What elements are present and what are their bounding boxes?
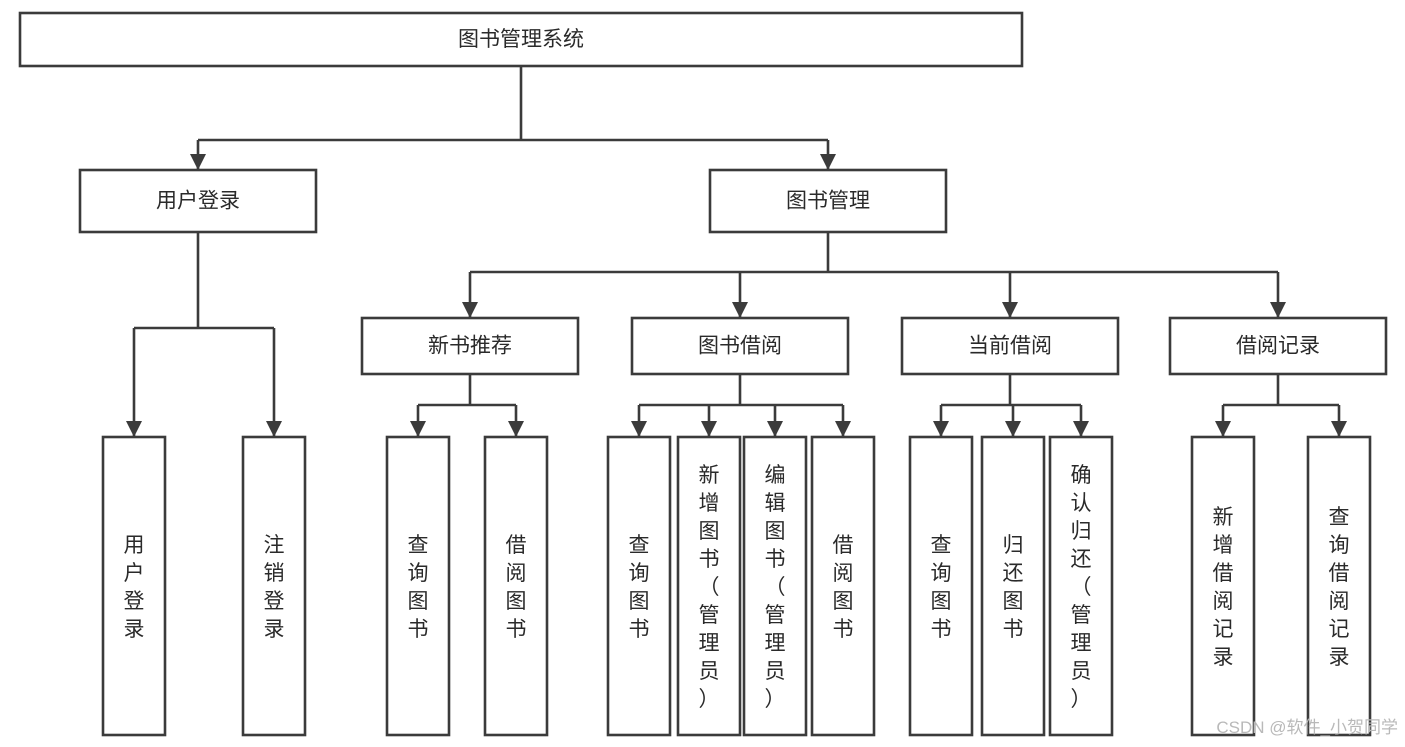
arrow-down-icon-book-borrow-3 (835, 421, 851, 437)
arrow-down-icon-root-0 (190, 154, 206, 170)
node-leaf-add-book-admin[interactable]: 新增图书（管理员） (676, 435, 742, 737)
arrow-down-icon-user-login-1 (266, 421, 282, 437)
arrow-down-icon-book-management-0 (462, 302, 478, 318)
csdn-watermark: CSDN @软件_小贺同学 (1216, 718, 1398, 737)
node-box-leaf-add-book-admin (676, 435, 742, 737)
node-box-leaf-add-borrow-record (1190, 435, 1256, 737)
arrow-down-icon-current-borrow-1 (1005, 421, 1021, 437)
node-label-leaf-edit-book-admin: 编辑图书（管理员） (765, 464, 786, 711)
node-box-book-management (708, 168, 948, 234)
arrow-down-icon-user-login-0 (126, 421, 142, 437)
node-leaf-logout-login[interactable]: 注销登录 (241, 435, 307, 737)
node-leaf-return-book[interactable]: 归还图书 (980, 435, 1046, 737)
node-label-borrow-record: 借阅记录 (1236, 335, 1320, 358)
node-label-user-login: 用户登录 (156, 190, 240, 213)
node-label-leaf-logout-login: 注销登录 (264, 534, 285, 641)
node-leaf-query-book-borrow[interactable]: 查询图书 (606, 435, 672, 737)
node-box-leaf-query-book-recommend (385, 435, 451, 737)
node-box-leaf-query-borrow-record (1306, 435, 1372, 737)
node-book-borrow[interactable]: 图书借阅 (630, 316, 850, 376)
node-leaf-borrow-book-recommend[interactable]: 借阅图书 (483, 435, 549, 737)
node-label-leaf-query-book-recommend: 查询图书 (408, 534, 429, 641)
node-label-leaf-confirm-return-admin: 确认归还（管理员） (1071, 464, 1092, 711)
arrow-down-icon-new-book-recommend-0 (410, 421, 426, 437)
arrow-down-icon-current-borrow-0 (933, 421, 949, 437)
node-box-leaf-return-book (980, 435, 1046, 737)
connector-layer (126, 66, 1347, 437)
node-current-borrow[interactable]: 当前借阅 (900, 316, 1120, 376)
node-box-borrow-record (1168, 316, 1388, 376)
arrow-down-icon-book-borrow-1 (701, 421, 717, 437)
node-label-leaf-add-book-admin: 新增图书（管理员） (699, 464, 720, 711)
node-book-management[interactable]: 图书管理 (708, 168, 948, 234)
arrow-down-icon-book-borrow-2 (767, 421, 783, 437)
arrow-down-icon-root-1 (820, 154, 836, 170)
node-label-leaf-return-book: 归还图书 (1003, 534, 1024, 641)
node-box-user-login (78, 168, 318, 234)
node-label-leaf-query-book-current: 查询图书 (931, 534, 952, 641)
node-label-root: 图书管理系统 (458, 28, 584, 51)
node-box-leaf-edit-book-admin (742, 435, 808, 737)
node-label-new-book-recommend: 新书推荐 (428, 335, 512, 358)
node-box-leaf-user-login (101, 435, 167, 737)
node-label-leaf-query-book-borrow: 查询图书 (629, 534, 650, 641)
node-new-book-recommend[interactable]: 新书推荐 (360, 316, 580, 376)
node-leaf-edit-book-admin[interactable]: 编辑图书（管理员） (742, 435, 808, 737)
node-borrow-record[interactable]: 借阅记录 (1168, 316, 1388, 376)
node-box-leaf-confirm-return-admin (1048, 435, 1114, 737)
arrow-down-icon-borrow-record-1 (1331, 421, 1347, 437)
arrow-down-icon-borrow-record-0 (1215, 421, 1231, 437)
arrow-down-icon-new-book-recommend-1 (508, 421, 524, 437)
node-box-book-borrow (630, 316, 850, 376)
node-box-root (18, 11, 1024, 68)
node-label-leaf-user-login: 用户登录 (124, 534, 145, 641)
node-leaf-query-book-current[interactable]: 查询图书 (908, 435, 974, 737)
node-label-leaf-borrow-book: 借阅图书 (833, 534, 854, 641)
node-box-leaf-logout-login (241, 435, 307, 737)
node-label-leaf-query-borrow-record: 查询借阅记录 (1329, 506, 1350, 669)
node-user-login[interactable]: 用户登录 (78, 168, 318, 234)
node-leaf-add-borrow-record[interactable]: 新增借阅记录 (1190, 435, 1256, 737)
node-box-leaf-borrow-book-recommend (483, 435, 549, 737)
arrow-down-icon-book-management-1 (732, 302, 748, 318)
node-label-leaf-borrow-book-recommend: 借阅图书 (506, 534, 527, 641)
node-box-new-book-recommend (360, 316, 580, 376)
node-root[interactable]: 图书管理系统 (18, 11, 1024, 68)
node-box-current-borrow (900, 316, 1120, 376)
node-leaf-confirm-return-admin[interactable]: 确认归还（管理员） (1048, 435, 1114, 737)
arrow-down-icon-book-management-3 (1270, 302, 1286, 318)
arrow-down-icon-book-borrow-0 (631, 421, 647, 437)
node-label-book-management: 图书管理 (786, 190, 870, 213)
node-label-leaf-add-borrow-record: 新增借阅记录 (1213, 506, 1234, 669)
node-leaf-query-borrow-record[interactable]: 查询借阅记录 (1306, 435, 1372, 737)
node-leaf-borrow-book[interactable]: 借阅图书 (810, 435, 876, 737)
arrow-down-icon-book-management-2 (1002, 302, 1018, 318)
arrow-down-icon-current-borrow-2 (1073, 421, 1089, 437)
node-box-leaf-borrow-book (810, 435, 876, 737)
node-box-leaf-query-book-borrow (606, 435, 672, 737)
node-leaf-query-book-recommend[interactable]: 查询图书 (385, 435, 451, 737)
box-layer: 图书管理系统用户登录图书管理新书推荐图书借阅当前借阅借阅记录用户登录注销登录查询… (18, 11, 1388, 737)
node-label-book-borrow: 图书借阅 (698, 335, 782, 358)
node-label-current-borrow: 当前借阅 (968, 335, 1052, 358)
node-leaf-user-login[interactable]: 用户登录 (101, 435, 167, 737)
node-box-leaf-query-book-current (908, 435, 974, 737)
